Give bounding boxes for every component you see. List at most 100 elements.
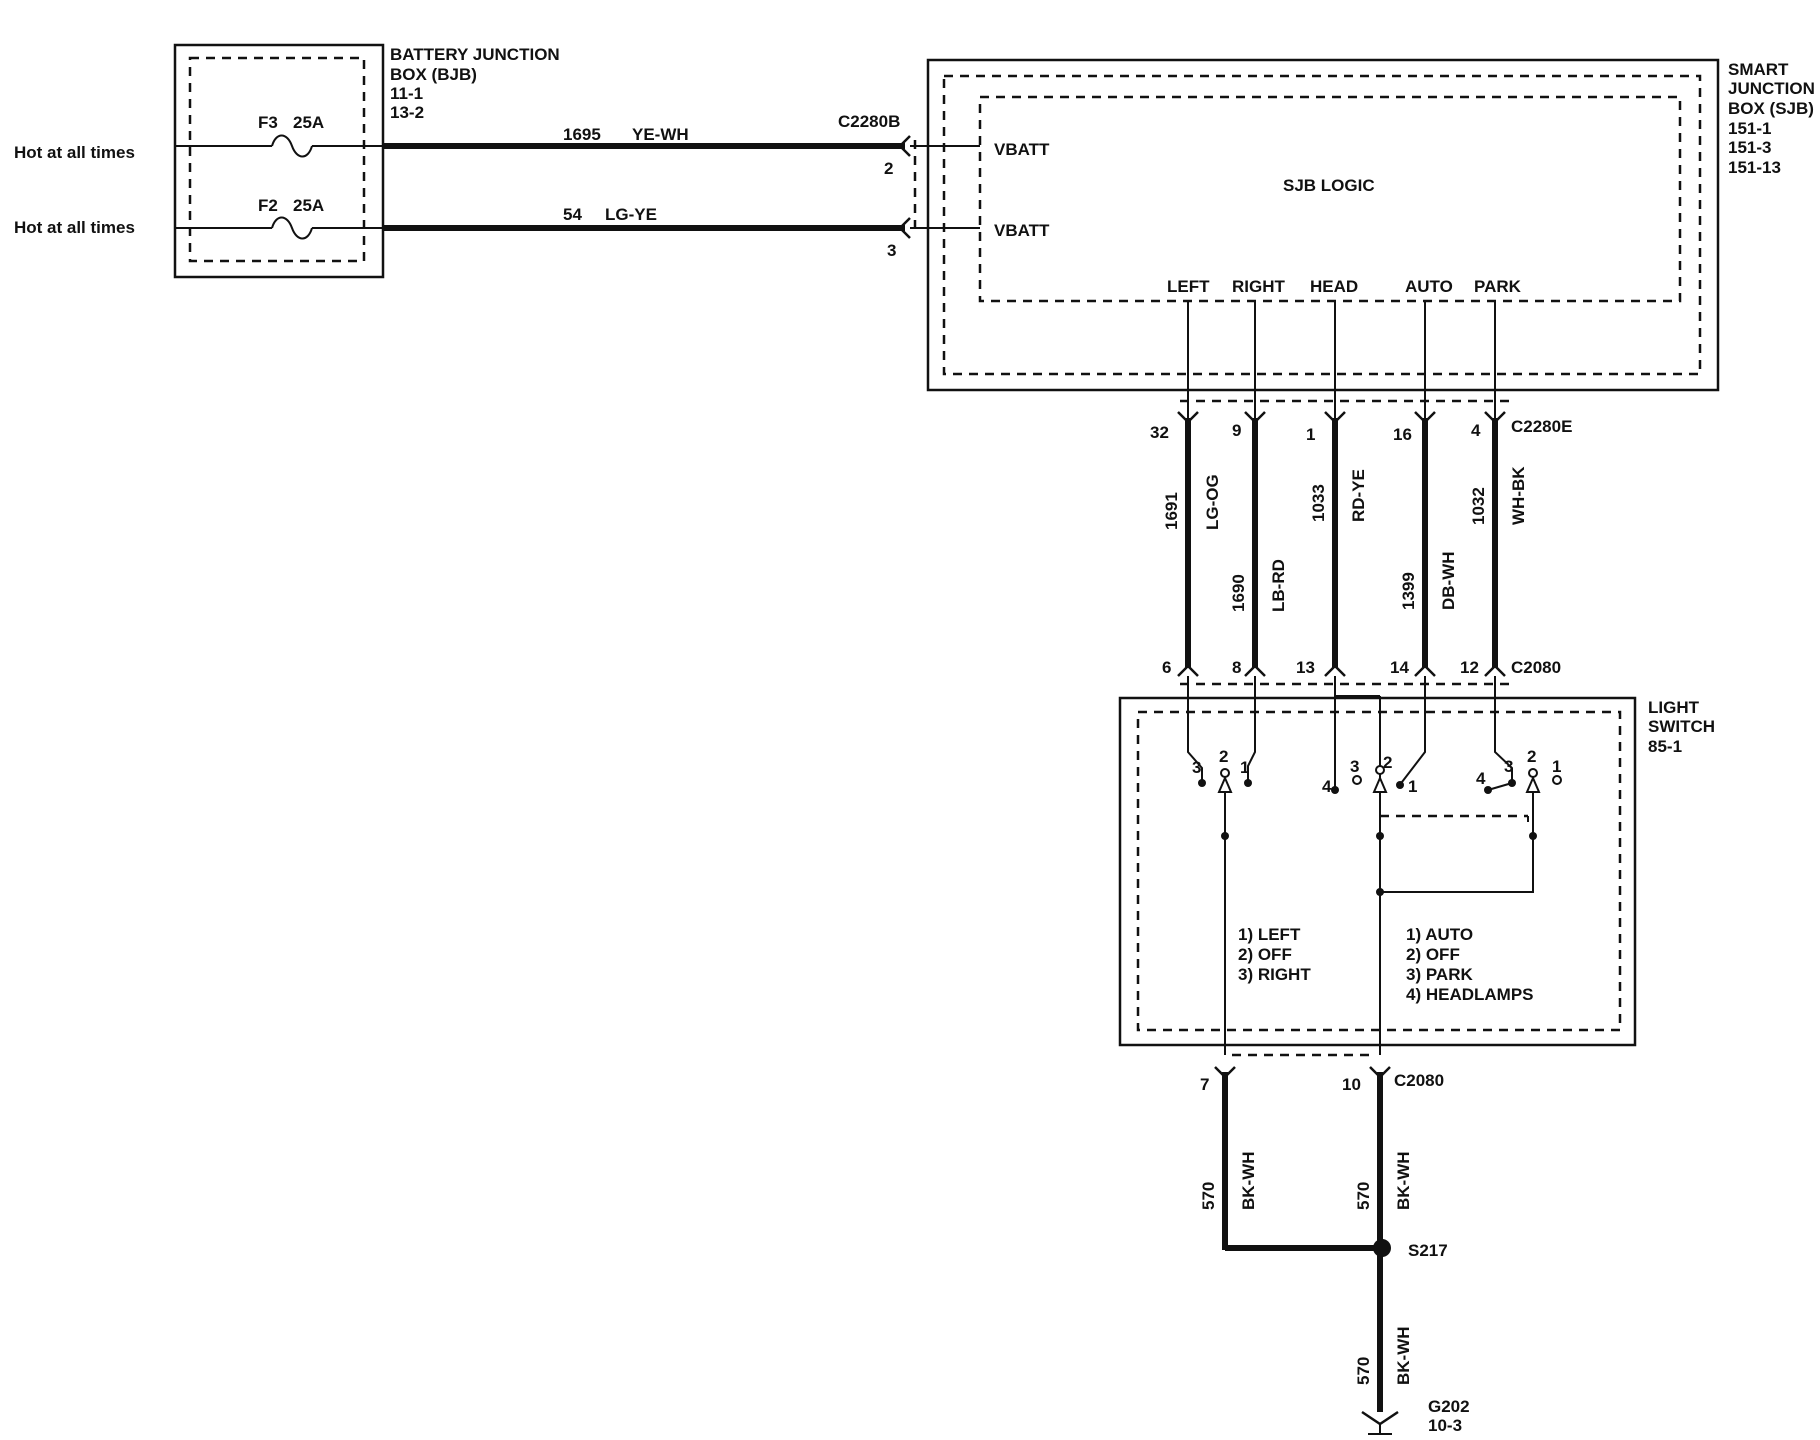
turn-legend-2: 2) OFF: [1238, 945, 1292, 964]
sw1-pos3-lead: [1187, 676, 1203, 780]
light-switch-ref: 85-1: [1648, 737, 1682, 756]
fuse-f2: F2 25A: [258, 196, 324, 240]
fuse-f3-name: F3: [258, 113, 278, 132]
wire-570-right-circuit: 570: [1354, 1182, 1373, 1210]
wire-1032-circuit: 1032: [1469, 487, 1488, 525]
ground-name: G202: [1428, 1397, 1470, 1416]
sjb-pin-16: 16: [1393, 425, 1412, 444]
wire-54-circuit: 54: [563, 205, 582, 224]
sw3-label-4: 4: [1476, 769, 1486, 788]
sw2-pos1-lead: [1401, 676, 1426, 783]
fuse-f2-rating: 25A: [293, 196, 324, 215]
vbatt-label-2: VBATT: [994, 221, 1050, 240]
fuse-f3-rating: 25A: [293, 113, 324, 132]
sw2-label-1: 1: [1408, 777, 1417, 796]
sjb-output-right: RIGHT: [1232, 277, 1286, 296]
switch-pin-7: 7: [1200, 1075, 1209, 1094]
turn-legend-1: 1) LEFT: [1238, 925, 1301, 944]
wire-54-color: LG-YE: [605, 205, 657, 224]
c2080-pin8-symbol: [1244, 664, 1266, 677]
connector-c2280e-label: C2280E: [1511, 417, 1572, 436]
sw3-pos3-lead: [1494, 676, 1513, 780]
splice-dot: [1373, 1239, 1391, 1257]
sjb-pin-4: 4: [1471, 421, 1481, 440]
light-switch-title-line2: SWITCH: [1648, 717, 1715, 736]
sw1-label-2: 2: [1219, 747, 1228, 766]
sw1-contact-3: [1198, 779, 1206, 787]
wire-1691-circuit: 1691: [1162, 492, 1181, 530]
connector-c2080-bottom-label: C2080: [1394, 1071, 1444, 1090]
wire-1399-color: DB-WH: [1439, 551, 1458, 610]
sw2-label-3: 3: [1350, 757, 1359, 776]
sw3-wiper: [1525, 775, 1541, 793]
sw3-contact-1: [1552, 775, 1562, 785]
ground-connector: [1361, 1410, 1399, 1426]
sw3-label-1: 1: [1552, 757, 1561, 776]
c2080-pin12-symbol: [1484, 664, 1506, 677]
sw3-link: [1487, 782, 1513, 791]
bjb-ref-2: 13-2: [390, 103, 424, 122]
wire-1032-color: WH-BK: [1509, 466, 1528, 525]
pin-3-label: 3: [887, 241, 896, 260]
wire-1695-circuit: 1695: [563, 125, 601, 144]
switch-pin-10: 10: [1342, 1075, 1361, 1094]
switch-pin-14: 14: [1390, 658, 1409, 677]
sjb-pin-32: 32: [1150, 423, 1169, 442]
sjb-ref-2: 151-3: [1728, 138, 1771, 157]
hot-label-2: Hot at all times: [14, 218, 135, 237]
bjb-title-line1: BATTERY JUNCTION: [390, 45, 560, 64]
c2280e-pin9-symbol: [1244, 411, 1266, 424]
wire-570-right-color: BK-WH: [1394, 1151, 1413, 1210]
sjb-output-park: PARK: [1474, 277, 1522, 296]
sw1-contact-1: [1244, 779, 1252, 787]
c2080-pin6-symbol: [1177, 664, 1199, 677]
fuse-f2-symbol: [271, 216, 313, 240]
sjb-title-line1: SMART: [1728, 60, 1789, 79]
sw1-label-1: 1: [1240, 758, 1249, 777]
battery-junction-box: BATTERY JUNCTION BOX (BJB) 11-1 13-2 F3 …: [173, 43, 560, 279]
fuse-f2-name: F2: [258, 196, 278, 215]
fuse-f3: F3 25A: [258, 113, 324, 158]
smart-junction-box: SMART JUNCTION BOX (SJB) 151-1 151-3 151…: [926, 58, 1815, 392]
c2280e-pin32-symbol: [1177, 411, 1199, 424]
headlamp-legend-3: 3) PARK: [1406, 965, 1473, 984]
switch-pin-12: 12: [1460, 658, 1479, 677]
sw1-pos1-lead: [1247, 676, 1256, 780]
c2080-pin14-symbol: [1414, 664, 1436, 677]
sjb-output-head: HEAD: [1310, 277, 1358, 296]
c2280e-pin4-symbol: [1484, 411, 1506, 424]
switch-pin-8: 8: [1232, 658, 1241, 677]
headlamp-legend-2: 2) OFF: [1406, 945, 1460, 964]
wire-1033-color: RD-YE: [1349, 469, 1368, 522]
sw2-contact-2: [1375, 765, 1385, 775]
c2280e-pin1-symbol: [1324, 411, 1346, 424]
light-switch: LIGHT SWITCH 85-1 3 2 1: [1118, 676, 1715, 1055]
wire-570-ground-color: BK-WH: [1394, 1326, 1413, 1385]
connector-c2080-top-label: C2080: [1511, 658, 1561, 677]
fuse-f3-symbol: [271, 134, 313, 158]
wire-1033-circuit: 1033: [1309, 484, 1328, 522]
park-common-wire: [1380, 836, 1534, 893]
splice-label: S217: [1408, 1241, 1448, 1260]
c2280e-pin16-symbol: [1414, 411, 1436, 424]
ground-icon: [1361, 1410, 1399, 1435]
sjb-title-line2: JUNCTION: [1728, 79, 1815, 98]
c2080-pin13-symbol: [1324, 664, 1346, 677]
pin-2-label: 2: [884, 159, 893, 178]
c2280b-pin2-symbol: [898, 135, 911, 157]
sw3-label-2: 2: [1527, 747, 1536, 766]
sjb-logic-label: SJB LOGIC: [1283, 176, 1375, 195]
sw2-contact-4: [1331, 786, 1339, 794]
sw2-label-4: 4: [1322, 777, 1332, 796]
hot-label-1: Hot at all times: [14, 143, 135, 162]
switch-pin-6: 6: [1162, 658, 1171, 677]
sjb-output-left: LEFT: [1167, 277, 1210, 296]
sw2-wiper: [1372, 775, 1388, 793]
sw2-contact-3: [1352, 775, 1362, 785]
turn-legend-3: 3) RIGHT: [1238, 965, 1311, 984]
bjb-ref-1: 11-1: [390, 84, 423, 103]
wire-1691-color: LG-OG: [1203, 474, 1222, 530]
wire-570-left-color: BK-WH: [1239, 1151, 1258, 1210]
sw2-label-2: 2: [1383, 753, 1392, 772]
